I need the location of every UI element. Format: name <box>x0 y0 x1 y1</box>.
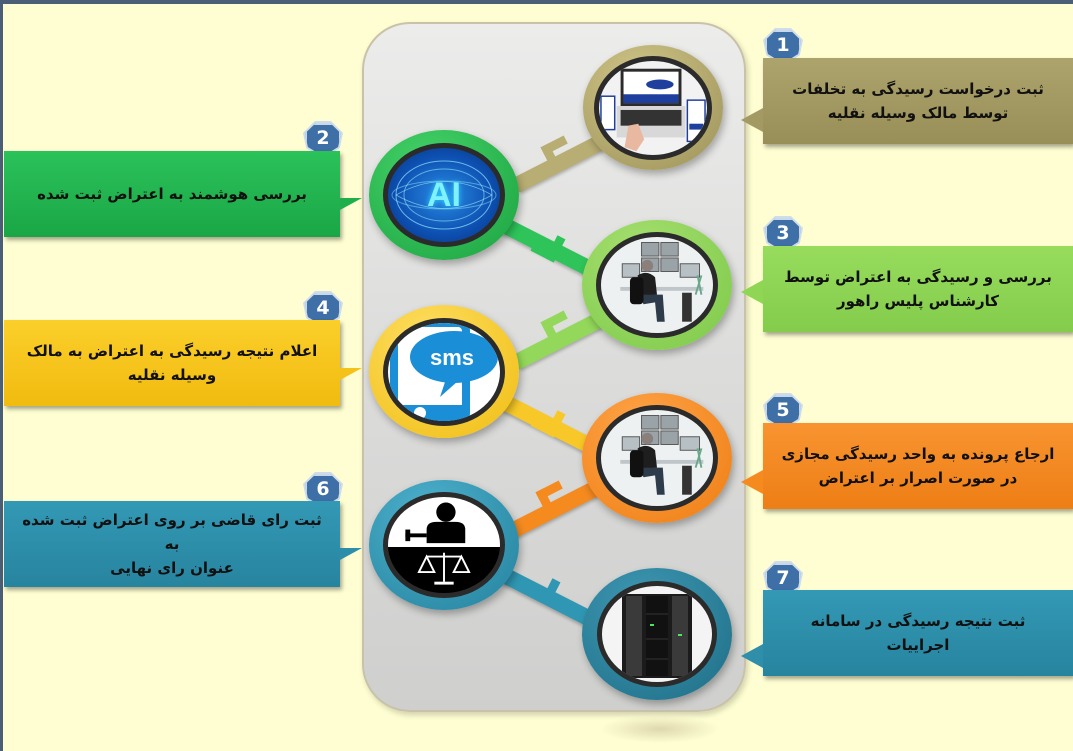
sms-label: sms <box>429 344 475 370</box>
step-2-pointer <box>340 198 362 210</box>
step-4-number: 4 <box>316 297 330 319</box>
step-6-box: ثبت رای قاضی بر روی اعتراض ثبت شده به عن… <box>4 501 340 587</box>
step-7-pointer <box>741 644 763 668</box>
step-6-circle <box>369 480 519 610</box>
step-7-box: ثبت نتیجه رسیدگی در سامانه اجراییات <box>763 590 1073 676</box>
step-1-number: 1 <box>776 34 790 56</box>
step-6-badge: 6 <box>305 474 341 504</box>
step-7-label: ثبت نتیجه رسیدگی در سامانه اجراییات <box>810 612 1026 654</box>
step-5-box: ارجاع پرونده به واحد رسیدگی مجازی در صور… <box>763 423 1073 509</box>
step-7-circle <box>582 568 732 700</box>
step-3-label: بررسی و رسیدگی به اعتراض توسط کارشناس پل… <box>784 268 1052 310</box>
step-1-label: ثبت درخواست رسیدگی به تخلفات توسط مالک و… <box>792 80 1044 122</box>
step-2-label: بررسی هوشمند به اعتراض ثبت شده <box>37 185 307 203</box>
step-2-box: بررسی هوشمند به اعتراض ثبت شده <box>4 151 340 237</box>
step-5-number: 5 <box>776 399 790 421</box>
step-5-label: ارجاع پرونده به واحد رسیدگی مجازی در صور… <box>781 445 1055 487</box>
step-6-label: ثبت رای قاضی بر روی اعتراض ثبت شده به عن… <box>22 511 322 577</box>
step-1-pointer <box>741 108 763 132</box>
server-rack-icon <box>622 594 692 678</box>
step-2-circle: AI <box>369 130 519 260</box>
operator-monitors-icon <box>620 415 704 495</box>
step-3-pointer <box>741 280 763 304</box>
operator-monitors-icon <box>620 242 704 322</box>
step-1-box: ثبت درخواست رسیدگی به تخلفات توسط مالک و… <box>763 58 1073 144</box>
step-6-number: 6 <box>316 478 330 500</box>
step-4-pointer <box>340 368 362 380</box>
step-4-label: اعلام نتیجه رسیدگی به اعتراض به مالک وسی… <box>26 342 318 384</box>
judge-scales-icon <box>405 502 471 585</box>
sms-icon <box>390 322 498 421</box>
floor-shadow <box>600 715 720 743</box>
frame-top-border <box>0 0 1073 4</box>
step-1-circle <box>583 45 723 170</box>
step-3-box: بررسی و رسیدگی به اعتراض توسط کارشناس پل… <box>763 246 1073 332</box>
ai-label: AI <box>427 175 461 214</box>
frame-left-border <box>0 0 3 751</box>
step-5-pointer <box>741 470 763 494</box>
step-6-pointer <box>340 548 362 560</box>
step-5-circle <box>582 393 732 523</box>
step-3-number: 3 <box>776 222 790 244</box>
laptop-car-rental-icon <box>600 68 706 151</box>
ai-globe-icon <box>391 160 497 230</box>
step-7-number: 7 <box>776 567 790 589</box>
step-4-box: اعلام نتیجه رسیدگی به اعتراض به مالک وسی… <box>4 320 340 406</box>
step-4-circle: sms <box>369 305 519 438</box>
step-2-number: 2 <box>316 127 330 149</box>
step-3-circle <box>582 220 732 350</box>
